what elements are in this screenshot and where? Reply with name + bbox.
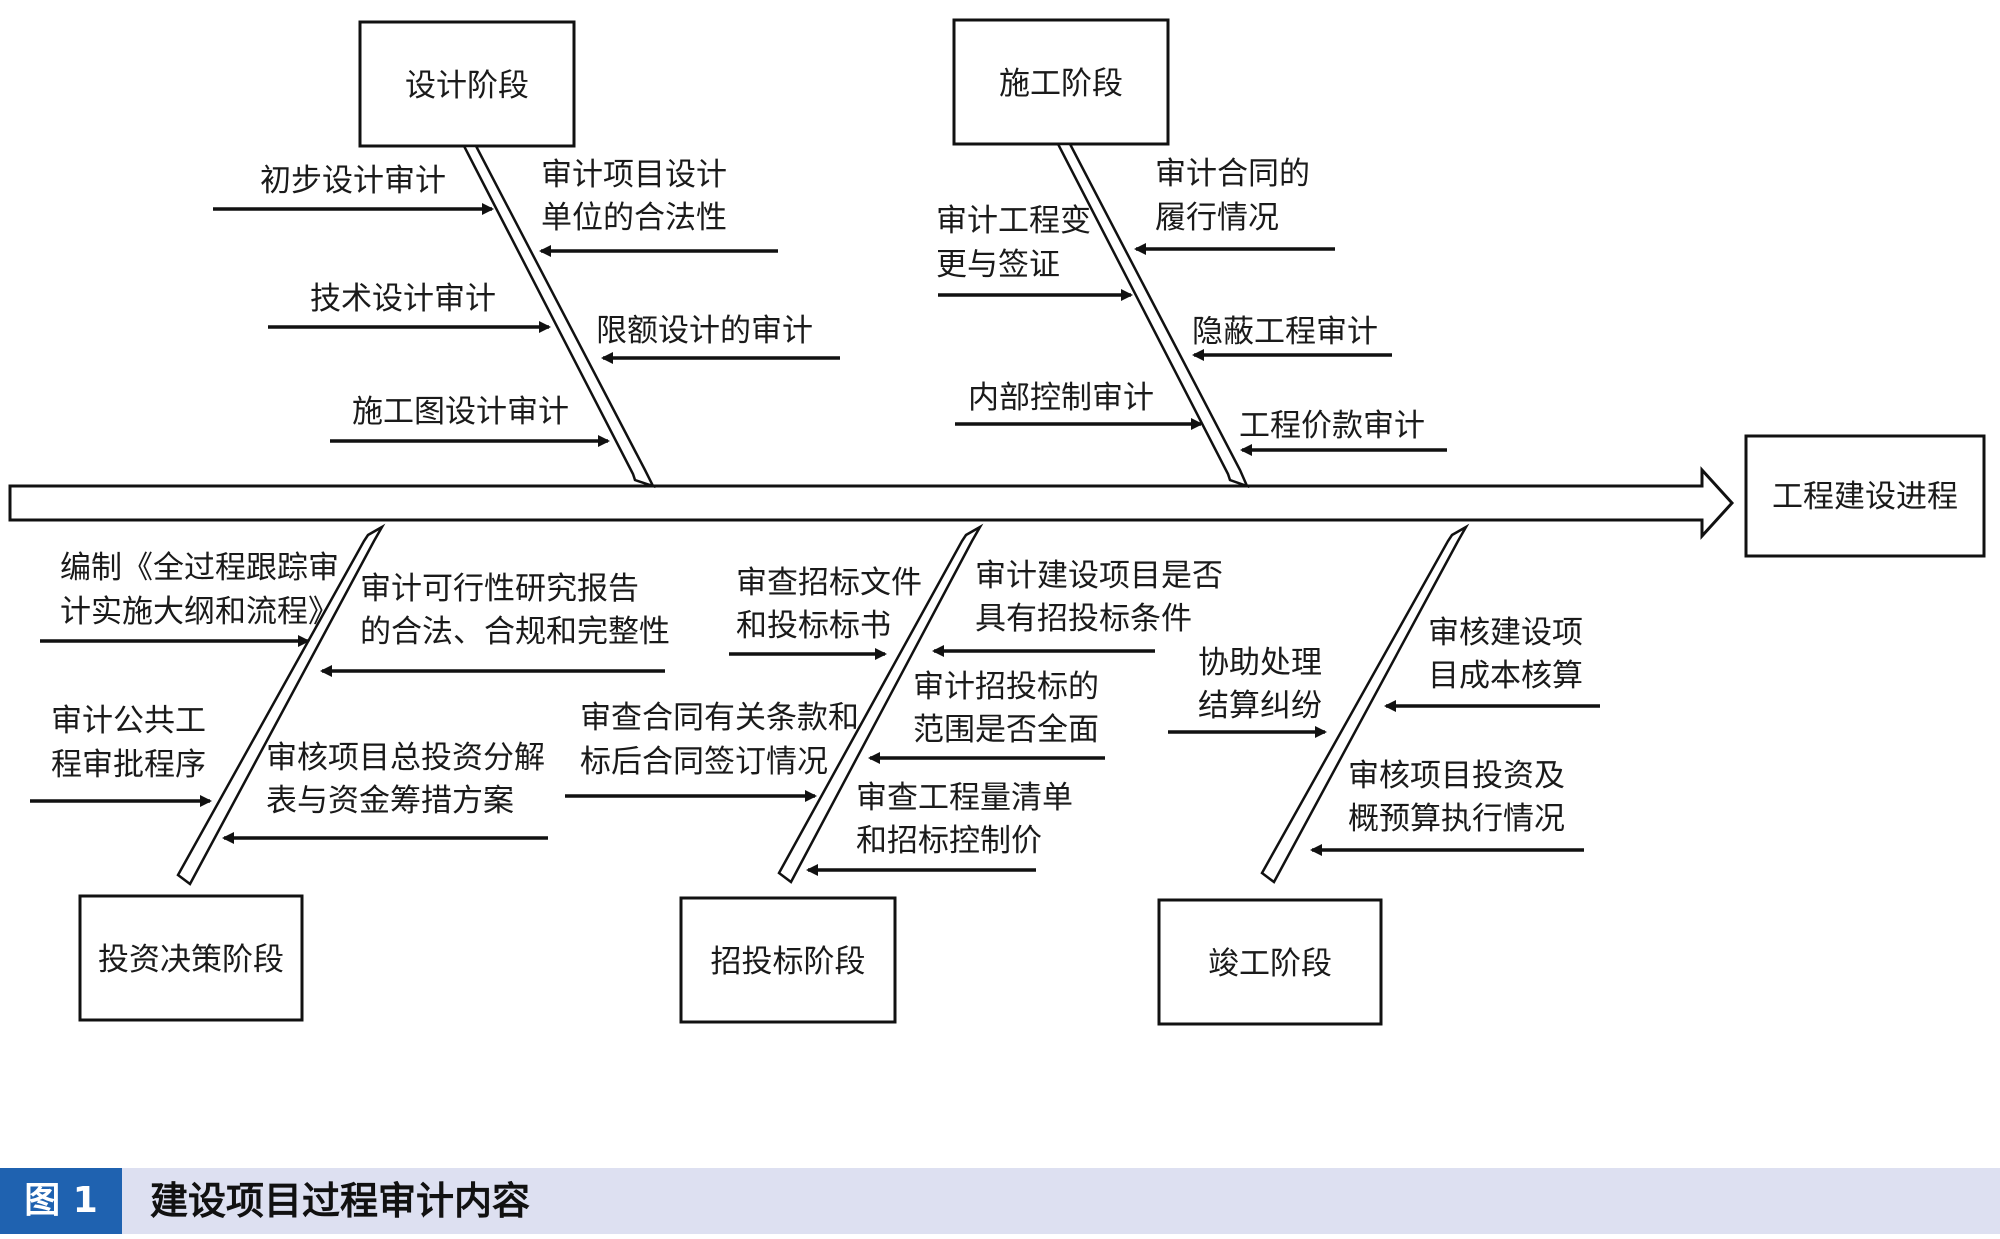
label-b1a: 审查招标文件 [736, 565, 922, 601]
construction-stage-label: 施工阶段 [999, 66, 1123, 102]
label-i4b: 表与资金筹措方案 [266, 783, 514, 819]
investment-stage-label: 投资决策阶段 [98, 942, 284, 978]
completion-stage-label: 竣工阶段 [1208, 946, 1332, 982]
label-e3b: 概预算执行情况 [1348, 801, 1565, 837]
label-i4a: 审核项目总投资分解 [266, 740, 545, 776]
process-label: 工程建设进程 [1772, 479, 1958, 515]
main-spine-arrow [8, 466, 1735, 540]
label-b5b: 和招标控制价 [856, 823, 1042, 859]
label-i3b: 程审批程序 [51, 747, 206, 783]
label-i1a: 编制《全过程跟踪审 [60, 550, 339, 586]
label-e2b: 目成本核算 [1428, 658, 1583, 694]
label-d1: 初步设计审计 [260, 163, 446, 199]
label-c3: 隐蔽工程审计 [1192, 314, 1378, 350]
box-design-stage: 设计阶段 [358, 20, 576, 148]
fishbone-diagram: 设计阶段 施工阶段 投资决策阶段 招投标阶段 竣工阶段 工程建设进程 [8, 18, 1986, 1026]
label-d3: 技术设计审计 [310, 281, 496, 317]
branch-design [461, 144, 656, 489]
box-construction-stage: 施工阶段 [952, 18, 1170, 146]
label-i3a: 审计公共工 [51, 703, 206, 739]
label-d2b: 单位的合法性 [541, 200, 727, 236]
label-i1b: 计实施大纲和流程》 [60, 594, 339, 630]
label-b1b: 和投标标书 [736, 608, 891, 644]
bidding-stage-label: 招投标阶段 [711, 944, 866, 980]
label-c2a: 审计工程变 [936, 203, 1091, 239]
label-i2a: 审计可行性研究报告 [360, 571, 639, 607]
label-b3b: 标后合同签订情况 [580, 744, 828, 780]
label-b2a: 审计建设项目是否 [975, 558, 1223, 594]
label-e3a: 审核项目投资及 [1348, 758, 1565, 794]
label-b2b: 具有招投标条件 [975, 601, 1192, 637]
label-b4a: 审计招投标的 [913, 669, 1099, 705]
label-c1b: 履行情况 [1155, 200, 1279, 236]
box-completion-stage: 竣工阶段 [1157, 898, 1383, 1026]
label-c5: 工程价款审计 [1239, 408, 1425, 444]
label-d4: 限额设计的审计 [596, 313, 813, 349]
branch-investment [176, 523, 386, 886]
label-c1a: 审计合同的 [1155, 156, 1310, 192]
figure-caption-bar: 图 1 建设项目过程审计内容 [0, 1168, 2000, 1234]
label-e1a: 协助处理 [1198, 645, 1322, 681]
label-e2a: 审核建设项 [1428, 615, 1583, 651]
label-b5a: 审查工程量清单 [856, 780, 1073, 816]
box-process: 工程建设进程 [1744, 434, 1986, 558]
label-e1b: 结算纠纷 [1198, 688, 1322, 724]
branch-completion [1260, 523, 1470, 884]
branch-construction [1055, 142, 1250, 489]
label-c2b: 更与签证 [936, 247, 1060, 283]
design-stage-label: 设计阶段 [405, 68, 529, 104]
figure-number: 图 1 [0, 1168, 122, 1234]
label-i2b: 的合法、合规和完整性 [360, 614, 670, 650]
label-c4: 内部控制审计 [968, 380, 1154, 416]
label-d5: 施工图设计审计 [352, 394, 569, 430]
branch-bidding [777, 523, 984, 884]
label-b4b: 范围是否全面 [913, 712, 1099, 748]
box-bidding-stage: 招投标阶段 [679, 896, 897, 1024]
label-d2a: 审计项目设计 [541, 157, 727, 193]
box-investment-stage: 投资决策阶段 [78, 894, 304, 1022]
label-b3a: 审查合同有关条款和 [580, 700, 859, 736]
figure-title: 建设项目过程审计内容 [150, 1179, 531, 1223]
